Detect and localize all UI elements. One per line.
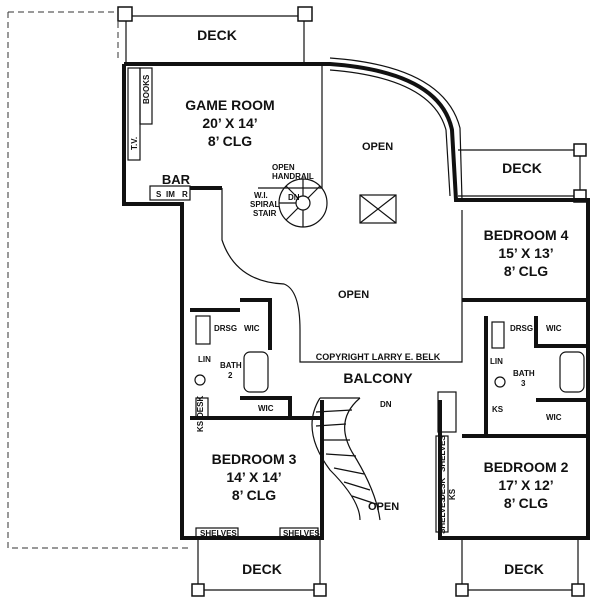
shelves-left-2: SHELVES	[283, 529, 320, 538]
shelves-right-1: SHELVES	[438, 435, 447, 472]
bar-icemaker-label: IM	[166, 190, 175, 199]
wic-left-label: WIC	[244, 324, 260, 333]
deck-bottom-right-label: DECK	[504, 561, 544, 577]
left-bath-block	[190, 298, 320, 420]
right-bath-block	[435, 298, 590, 533]
roof-outline	[7, 11, 190, 549]
bedroom2-ceiling: 8’ CLG	[504, 495, 548, 511]
spiral-stair	[278, 178, 328, 228]
open-label-3: OPEN	[368, 501, 399, 513]
open-handrail-label-1: OPEN	[272, 163, 295, 172]
open-handrail	[221, 188, 463, 363]
lin-right-label: LIN	[490, 357, 503, 366]
window-bay	[329, 57, 463, 201]
bedroom2-size: 17’ X 12’	[498, 477, 553, 493]
bedroom4-size: 15’ X 13’	[498, 245, 553, 261]
balcony-label: BALCONY	[343, 370, 413, 386]
media-shelves	[127, 67, 153, 161]
main-stair-dn-label: DN	[380, 400, 392, 409]
spiral-stair-label-2: SPIRAL	[250, 200, 279, 209]
bedroom2-name: BEDROOM 2	[484, 459, 569, 475]
deck-bottom-left-label: DECK	[242, 561, 282, 577]
shelves	[195, 527, 319, 539]
spiral-stair-label-3: STAIR	[253, 209, 277, 218]
bedroom3-ceiling: 8’ CLG	[232, 487, 276, 503]
right-deck	[458, 143, 587, 203]
bath3-label-1: BATH	[513, 369, 535, 378]
bedroom4-label: BEDROOM 4 15’ X 13’ 8’ CLG	[484, 227, 569, 279]
ks-right-label: KS	[492, 405, 504, 414]
bedroom4-ceiling: 8’ CLG	[504, 263, 548, 279]
deck-right-label: DECK	[502, 160, 542, 176]
skylight	[359, 194, 397, 224]
bedroom3-name: BEDROOM 3	[212, 451, 297, 467]
bar-sink-label: S	[156, 190, 162, 199]
open-label-1: OPEN	[362, 141, 393, 153]
shelves-right-2: SHELVES	[438, 497, 447, 534]
bar-label: BAR	[162, 172, 191, 187]
bedroom3-size: 14’ X 14’	[226, 469, 281, 485]
bath3-label-2: 3	[521, 379, 526, 388]
deck-post	[313, 583, 327, 597]
copyright-label: COPYRIGHT LARRY E. BELK	[316, 352, 441, 362]
game-room-ceiling: 8’ CLG	[208, 133, 252, 149]
deck-post	[117, 6, 133, 22]
deck-post	[571, 583, 585, 597]
books-label: BOOKS	[142, 74, 151, 104]
open-label-2: OPEN	[338, 289, 369, 301]
shelves-left-1: SHELVES	[200, 529, 237, 538]
desk-left-label: DESK	[196, 396, 205, 418]
drsg-left-label: DRSG	[214, 324, 237, 333]
bath2-label-1: BATH	[220, 361, 242, 370]
bedroom3-label: BEDROOM 3 14’ X 14’ 8’ CLG	[212, 451, 297, 503]
spiral-stair-label-1: W.I.	[254, 191, 268, 200]
exterior-wall	[122, 62, 590, 540]
wic-bedroom2-label: WIC	[546, 413, 562, 422]
deck-top-label: DECK	[197, 27, 237, 43]
tv-label: T.V.	[130, 137, 139, 150]
top-deck	[117, 6, 313, 62]
ks-left-label: KS	[196, 420, 205, 432]
deck-post	[297, 6, 313, 22]
bedroom2-label: BEDROOM 2 17’ X 12’ 8’ CLG	[484, 459, 569, 511]
bedroom4-name: BEDROOM 4	[484, 227, 569, 243]
bottom-decks	[191, 538, 585, 597]
ks-right2-label: KS	[448, 488, 457, 500]
deck-post	[573, 143, 587, 157]
bar-fridge-label: R	[182, 190, 188, 199]
bar-counter	[149, 185, 191, 201]
desk-right-label: DESK	[438, 478, 447, 500]
lin-left-label: LIN	[198, 355, 211, 364]
game-room-size: 20’ X 14’	[202, 115, 257, 131]
main-stair	[311, 397, 381, 521]
spiral-dn-label: DN	[288, 193, 300, 202]
wic-right-label: WIC	[546, 324, 562, 333]
game-room-name: GAME ROOM	[185, 97, 274, 113]
wic-bedroom3-label: WIC	[258, 404, 274, 413]
game-room-label: GAME ROOM 20’ X 14’ 8’ CLG	[185, 97, 274, 149]
drsg-right-label: DRSG	[510, 324, 533, 333]
open-handrail-label-2: HANDRAIL	[272, 172, 314, 181]
deck-post	[191, 583, 205, 597]
bath2-label-2: 2	[228, 371, 233, 380]
deck-post	[455, 583, 469, 597]
